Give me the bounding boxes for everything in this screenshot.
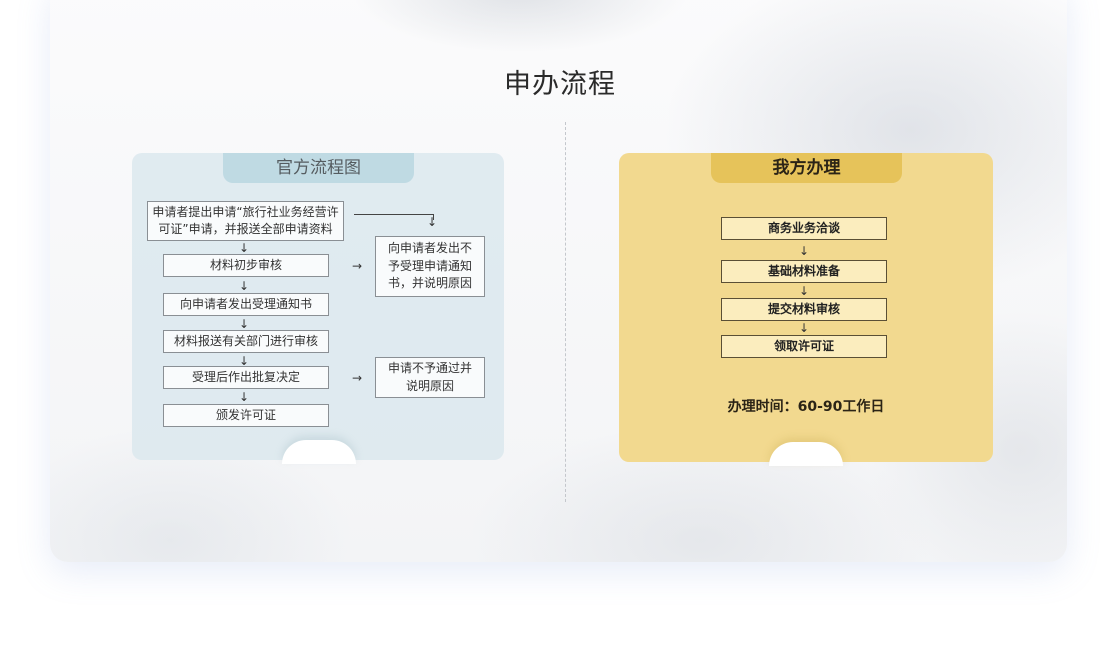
processing-time: 办理时间：60-90工作日 <box>727 399 885 415</box>
arrow-down-icon: ↓ <box>239 354 250 368</box>
panel-tab-bump <box>282 440 356 464</box>
arrow-down-icon: ↓ <box>799 244 810 258</box>
process-step-receive-license-label: 领取许可证 <box>773 338 834 353</box>
process-step-negotiation-label: 商务业务洽谈 <box>767 220 840 235</box>
process-step-materials-label: 基础材料准备 <box>767 263 840 278</box>
flow-step-issue-license: 颁发许可证 <box>163 404 329 427</box>
arrow-right-icon: → <box>352 259 363 273</box>
flow-step-acceptance-notice-label: 向申请者发出受理通知书 <box>179 296 312 311</box>
process-step-submit-review: 提交材料审核 <box>721 298 887 321</box>
flow-step-apply: 申请者提出申请“旅行社业务经营许可证”申请，并报送全部申请资料 <box>147 201 344 241</box>
flow-step-department-review-label: 材料报送有关部门进行审核 <box>173 333 318 348</box>
process-step-submit-review-label: 提交材料审核 <box>767 301 840 316</box>
arrow-down-icon: ↓ <box>239 279 250 293</box>
arrow-down-icon: ↓ <box>799 284 810 298</box>
arrow-down-icon: ↓ <box>239 241 250 255</box>
flow-reject-approval: 申请不予通过并说明原因 <box>375 357 485 398</box>
our-process-title: 我方办理 <box>711 153 902 183</box>
section-divider <box>565 122 566 502</box>
arrow-down-icon: ↓ <box>239 390 250 404</box>
page-title: 申办流程 <box>504 69 616 100</box>
panel-tab-bump <box>769 442 843 466</box>
flow-step-initial-review-label: 材料初步审核 <box>209 257 282 272</box>
flow-step-department-review: 材料报送有关部门进行审核 <box>163 330 329 353</box>
flow-reject-acceptance-label: 向申请者发出不予受理申请通知书，并说明原因 <box>387 241 472 291</box>
official-flow-panel: 官方流程图 申请者提出申请“旅行社业务经营许可证”申请，并报送全部申请资料 ↓ … <box>132 153 504 464</box>
process-step-materials: 基础材料准备 <box>721 260 887 283</box>
arrow-down-icon: ↓ <box>427 215 438 229</box>
flow-step-decision: 受理后作出批复决定 <box>163 366 329 389</box>
connector-line <box>433 214 434 220</box>
flow-reject-approval-label: 申请不予通过并说明原因 <box>387 361 472 393</box>
process-step-negotiation: 商务业务洽谈 <box>721 217 887 240</box>
official-flow-title: 官方流程图 <box>223 153 414 183</box>
flow-step-acceptance-notice: 向申请者发出受理通知书 <box>163 293 329 316</box>
arrow-right-icon: → <box>352 371 363 385</box>
arrow-down-icon: ↓ <box>239 317 250 331</box>
flow-step-issue-license-label: 颁发许可证 <box>215 407 276 422</box>
flow-reject-acceptance: 向申请者发出不予受理申请通知书，并说明原因 <box>375 236 485 297</box>
flow-step-apply-label: 申请者提出申请“旅行社业务经营许可证”申请，并报送全部申请资料 <box>152 204 339 236</box>
connector-line <box>354 214 433 215</box>
flow-step-initial-review: 材料初步审核 <box>163 254 329 277</box>
arrow-down-icon: ↓ <box>799 321 810 335</box>
flow-step-decision-label: 受理后作出批复决定 <box>191 369 300 384</box>
our-process-panel: 我方办理 商务业务洽谈 ↓ 基础材料准备 ↓ 提交材料审核 ↓ 领取许可证 办理… <box>619 153 993 466</box>
process-step-receive-license: 领取许可证 <box>721 335 887 358</box>
